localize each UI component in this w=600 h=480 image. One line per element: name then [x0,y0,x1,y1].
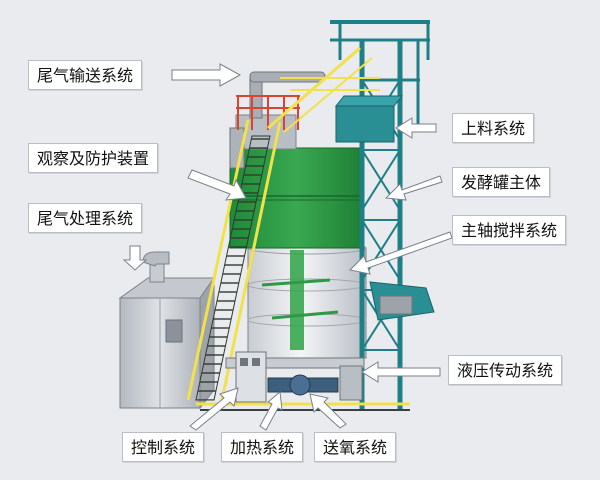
arrow-fermenter-body [384,175,443,201]
arrow-control [189,387,239,431]
arrow-observation [187,169,247,201]
label-hydraulic-drive: 液压传动系统 [448,355,563,385]
label-exhaust-treatment: 尾气处理系统 [28,203,143,233]
exhaust-treatment-box [118,251,215,410]
label-observation-protection: 观察及防护装置 [28,143,159,173]
label-fermenter-body: 发酵罐主体 [452,167,551,197]
leader-arrows [122,63,453,431]
label-exhaust-delivery: 尾气输送系统 [28,60,143,90]
label-control: 控制系统 [122,432,205,462]
label-oxygen-supply: 送氧系统 [314,432,397,462]
side-bin [369,281,435,321]
feeding-hopper [334,95,404,143]
label-heating: 加热系统 [221,432,304,462]
arrow-oxygen [309,393,347,429]
access-stairs [186,46,380,401]
label-feeding: 上料系统 [452,113,535,143]
arrow-heating [259,391,283,431]
arrow-spindle [348,231,453,275]
arrow-exhaust-delivery [171,63,242,87]
label-spindle-stirring: 主轴搅拌系统 [452,215,567,245]
arrow-feeding [395,117,437,139]
base-equipment [196,351,410,411]
fermenter-tank [229,147,367,359]
arrow-exhaust-treatment [122,245,148,271]
arrow-hydraulic [361,361,441,383]
